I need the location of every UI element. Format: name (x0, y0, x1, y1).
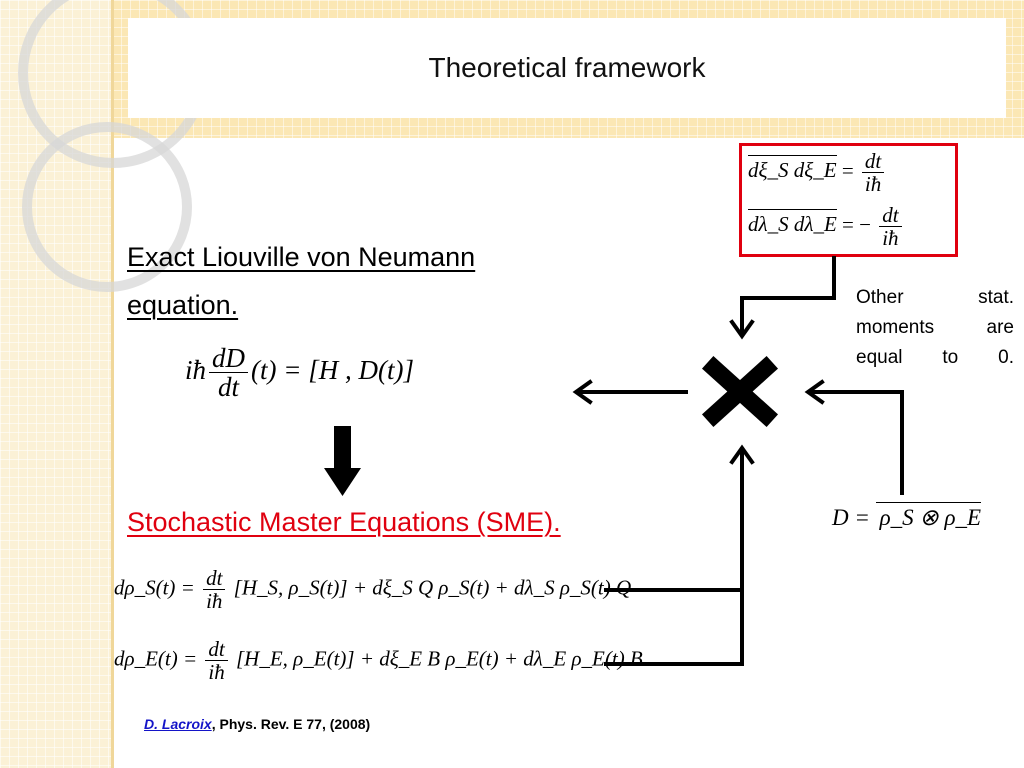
noise-1-op: = (841, 158, 854, 183)
note-word-are: are (986, 317, 1014, 338)
sme-s-num: dt (203, 567, 226, 591)
noise-2-den: iħ (882, 226, 899, 251)
citation-author-link[interactable]: D. Lacroix (144, 716, 212, 732)
title-box: Theoretical framework (128, 18, 1006, 118)
sme-heading: Stochastic Master Equations (SME). (127, 507, 561, 537)
note-word-moments: moments (856, 317, 935, 338)
sme-e-rhs: [H_E, ρ_E(t)] + dξ_E B ρ_E(t) + dλ_E ρ_E… (236, 646, 643, 671)
sme-e-den: iħ (208, 660, 225, 685)
liouville-heading-line2: equation. (127, 290, 239, 320)
liouville-prefix: iħ (185, 355, 207, 386)
sme-s-lhs: dρ_S(t) = (114, 575, 195, 600)
noise-2-num: dt (879, 204, 902, 228)
connector-product-to-cross (808, 390, 904, 495)
liouville-frac-num: dD (209, 344, 249, 374)
noise-2-lhs: dλ_S dλ_E (748, 209, 837, 237)
noise-2-op: = − (842, 212, 871, 237)
note-word-other: Other (856, 287, 904, 308)
multiplication-x-icon (701, 355, 779, 428)
noise-1-num: dt (861, 150, 885, 174)
sme-s-den: iħ (206, 589, 223, 614)
sme-e-lhs: dρ_E(t) = (114, 646, 198, 671)
note-word-stat: stat. (978, 287, 1014, 308)
density-product-equation: D = ρ_S ⊗ ρ_E (832, 502, 982, 531)
statistics-note: Other stat. moments are equal to 0. (856, 283, 1014, 373)
product-lhs: D = (832, 505, 870, 530)
product-rhs: ρ_S ⊗ ρ_E (875, 502, 982, 530)
note-line-1: Other stat. (856, 283, 1014, 313)
decorative-divider (111, 0, 114, 768)
connector-sme-e (604, 450, 744, 666)
connector-redbox-to-cross (740, 256, 836, 334)
page-title: Theoretical framework (428, 52, 706, 83)
note-line-2: moments are (856, 313, 1014, 343)
decorative-ring-2 (22, 122, 192, 292)
arrowhead-sme (729, 444, 755, 465)
noise-1-lhs: dξ_S dξ_E (748, 155, 837, 183)
citation: D. Lacroix, Phys. Rev. E 77, (2008) (144, 716, 370, 732)
arrowhead-liouville (572, 379, 593, 405)
sme-s-rhs: [H_S, ρ_S(t)] + dξ_S Q ρ_S(t) + dλ_S ρ_S… (233, 575, 632, 600)
noise-1-den: iħ (864, 172, 882, 197)
liouville-heading-line1: Exact Liouville von Neumann (127, 242, 476, 272)
liouville-rhs: (t) = [H , D(t)] (251, 355, 414, 386)
liouville-frac-den: dt (218, 372, 240, 403)
arrowhead-redbox (729, 319, 755, 340)
note-line-3: equal to 0. (856, 347, 1014, 368)
citation-reference: , Phys. Rev. E 77, (2008) (211, 716, 371, 732)
sme-e-num: dt (205, 638, 228, 662)
down-arrow-icon (324, 426, 361, 496)
arrowhead-product (804, 379, 825, 405)
